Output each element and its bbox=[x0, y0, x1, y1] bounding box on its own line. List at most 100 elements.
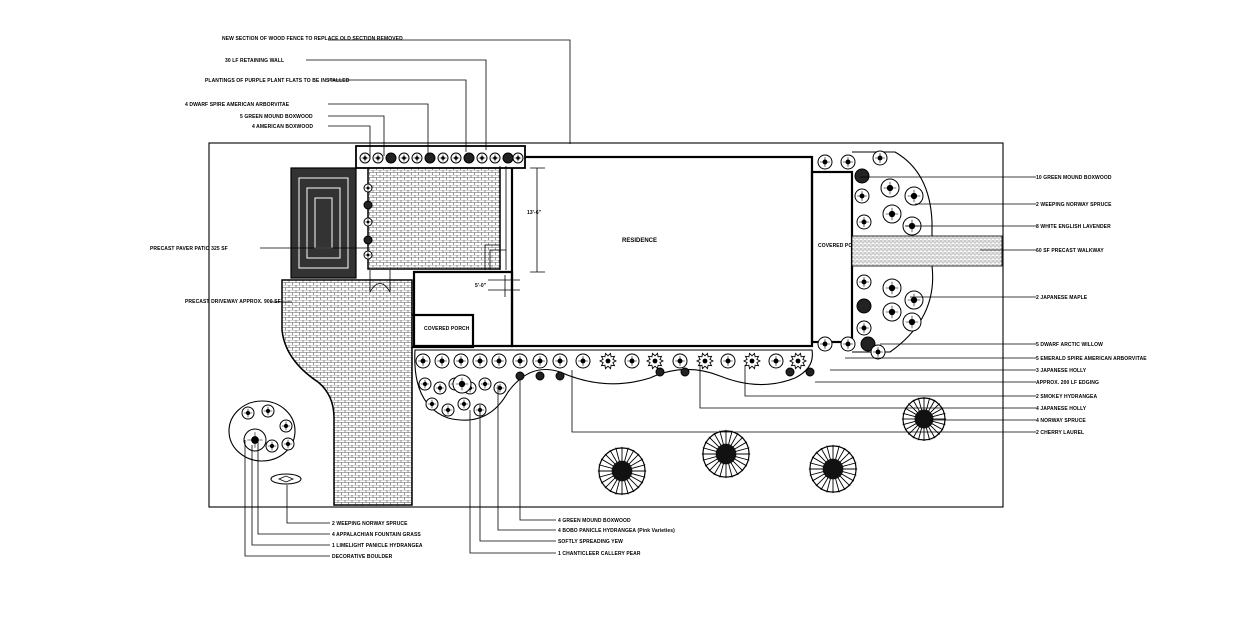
paver-patio-label: PRECAST PAVER PATIO 325 SF bbox=[150, 246, 228, 252]
shrub-symbol bbox=[363, 250, 373, 260]
shrub-symbol bbox=[452, 374, 472, 394]
shrub-symbol bbox=[265, 439, 279, 453]
callout-top-4: 5 GREEN MOUND BOXWOOD bbox=[240, 114, 313, 120]
bottom-planting-bed bbox=[414, 349, 813, 421]
shrub-symbol bbox=[870, 344, 886, 360]
shrub-symbol bbox=[768, 353, 784, 369]
shrub-symbol bbox=[856, 274, 872, 290]
callout-right-6: 5 EMERALD SPIRE AMERICAN ARBORVITAE bbox=[1036, 356, 1147, 362]
callout-right-5: 5 DWARF ARCTIC WILLOW bbox=[1036, 342, 1103, 348]
callout-right-11: 4 NORWAY SPRUCE bbox=[1036, 418, 1086, 424]
dim-vertical-label: 13'-6" bbox=[527, 210, 542, 216]
shrub-symbol bbox=[372, 152, 384, 164]
shrub-symbol bbox=[363, 183, 373, 193]
shrub-symbol bbox=[880, 178, 900, 198]
shrub-symbol bbox=[385, 152, 397, 164]
shrub-symbol bbox=[279, 419, 293, 433]
shrub-symbol bbox=[856, 298, 872, 314]
shrub-symbol bbox=[552, 353, 568, 369]
callout-right-8: APPROX. 200 LF EDGING bbox=[1036, 380, 1099, 386]
leader-lines bbox=[244, 39, 1036, 557]
tree-symbols bbox=[597, 396, 947, 496]
tree-symbol bbox=[597, 446, 647, 496]
shrub-symbol bbox=[840, 336, 856, 352]
covered-porch-right bbox=[810, 170, 854, 344]
shrub-symbol bbox=[243, 428, 267, 452]
paver-patio bbox=[367, 165, 501, 270]
shrub-symbol bbox=[434, 353, 450, 369]
callout-right-12: 2 CHERRY LAUREL bbox=[1036, 430, 1084, 436]
shrub-symbol bbox=[655, 367, 665, 377]
left-planting-island bbox=[228, 400, 296, 462]
shrub-symbol bbox=[453, 353, 469, 369]
shrub-symbol bbox=[418, 377, 432, 391]
shrub-symbol bbox=[478, 377, 492, 391]
shrub-symbol bbox=[535, 371, 545, 381]
shrub-symbol bbox=[904, 290, 924, 310]
shrub-symbol bbox=[902, 312, 922, 332]
callout-top-3: 4 DWARF SPIRE AMERICAN ARBORVITAE bbox=[185, 102, 290, 108]
shrub-symbol bbox=[489, 152, 501, 164]
shrub-symbol bbox=[785, 367, 795, 377]
shrub-symbol bbox=[424, 152, 436, 164]
shrub-symbol bbox=[363, 235, 373, 245]
shrub-symbol bbox=[241, 406, 255, 420]
callout-bottom-left-0: 2 WEEPING NORWAY SPRUCE bbox=[332, 521, 408, 527]
shrub-symbol bbox=[817, 154, 833, 170]
shrub-symbol bbox=[882, 204, 902, 224]
decorative-boulder bbox=[270, 473, 302, 485]
shrub-symbol bbox=[411, 152, 423, 164]
shrub-symbol bbox=[457, 397, 471, 411]
callout-top-2: PLANTINGS OF PURPLE PLANT FLATS TO BE IN… bbox=[205, 78, 350, 84]
callout-top-5: 4 AMERICAN BOXWOOD bbox=[252, 124, 313, 130]
shrub-symbol bbox=[672, 353, 688, 369]
callout-right-10: 4 JAPANESE HOLLY bbox=[1036, 406, 1087, 412]
shrub-symbol bbox=[491, 353, 507, 369]
shrub-symbol bbox=[840, 154, 856, 170]
dim-small-label: 5'-0" bbox=[475, 283, 487, 289]
star-shrub-symbol bbox=[696, 352, 714, 370]
shrub-symbol bbox=[854, 168, 870, 184]
star-shrub-symbol bbox=[743, 352, 761, 370]
callout-bottom-left-3: DECORATIVE BOULDER bbox=[332, 554, 393, 560]
callout-top-0a: NEW SECTION OF WOOD FENCE TO REPLACE OLD… bbox=[222, 36, 403, 42]
driveway-label: PRECAST DRIVEWAY APPROX. 900 SF bbox=[185, 299, 281, 305]
shrub-symbol bbox=[882, 302, 902, 322]
shrub-symbol bbox=[425, 397, 439, 411]
shrub-symbol bbox=[472, 353, 488, 369]
shrub-symbol bbox=[512, 152, 524, 164]
shrub-symbol bbox=[904, 186, 924, 206]
callout-bottom-2: SOFTLY SPREADING YEW bbox=[558, 539, 623, 545]
callout-right-9: 2 SMOKEY HYDRANGEA bbox=[1036, 394, 1097, 400]
shrub-symbol bbox=[463, 152, 475, 164]
star-shrub-symbol bbox=[599, 352, 617, 370]
shrub-symbol bbox=[476, 152, 488, 164]
shrub-symbol bbox=[415, 353, 431, 369]
property-boundary bbox=[208, 142, 1004, 508]
star-shrub-symbol bbox=[789, 352, 807, 370]
shrub-symbol bbox=[860, 336, 876, 352]
shrub-symbol bbox=[437, 152, 449, 164]
shrub-symbol bbox=[359, 152, 371, 164]
shrub-symbol bbox=[441, 403, 455, 417]
shrub-symbol bbox=[854, 188, 870, 204]
shrub-symbol bbox=[856, 214, 872, 230]
callout-bottom-left-2: 1 LIMELIGHT PANICLE HYDRANGEA bbox=[332, 543, 423, 549]
callout-bottom-1: 4 BOBO PANICLE HYDRANGEA (Pink Varieties… bbox=[558, 528, 675, 534]
tree-symbol bbox=[701, 429, 751, 479]
callout-right-1: 2 WEEPING NORWAY SPRUCE bbox=[1036, 202, 1112, 208]
shrub-symbol bbox=[532, 353, 548, 369]
callout-top-1: 30 LF RETAINING WALL bbox=[225, 58, 284, 64]
shrub-symbol bbox=[502, 152, 514, 164]
precast-walkway bbox=[851, 235, 1003, 267]
star-shrub-symbol bbox=[646, 352, 664, 370]
callout-right-2: 8 WHITE ENGLISH LAVENDER bbox=[1036, 224, 1111, 230]
callout-bottom-0: 4 GREEN MOUND BOXWOOD bbox=[558, 518, 631, 524]
tree-symbol bbox=[901, 396, 947, 442]
step-lines bbox=[484, 166, 507, 270]
callout-bottom-3: 1 CHANTICLEER CALLERY PEAR bbox=[558, 551, 641, 557]
residence-footprint bbox=[510, 155, 814, 348]
shrub-symbol bbox=[493, 381, 507, 395]
callout-right-0: 10 GREEN MOUND BOXWOOD bbox=[1036, 175, 1112, 181]
tree-symbol bbox=[808, 444, 858, 494]
